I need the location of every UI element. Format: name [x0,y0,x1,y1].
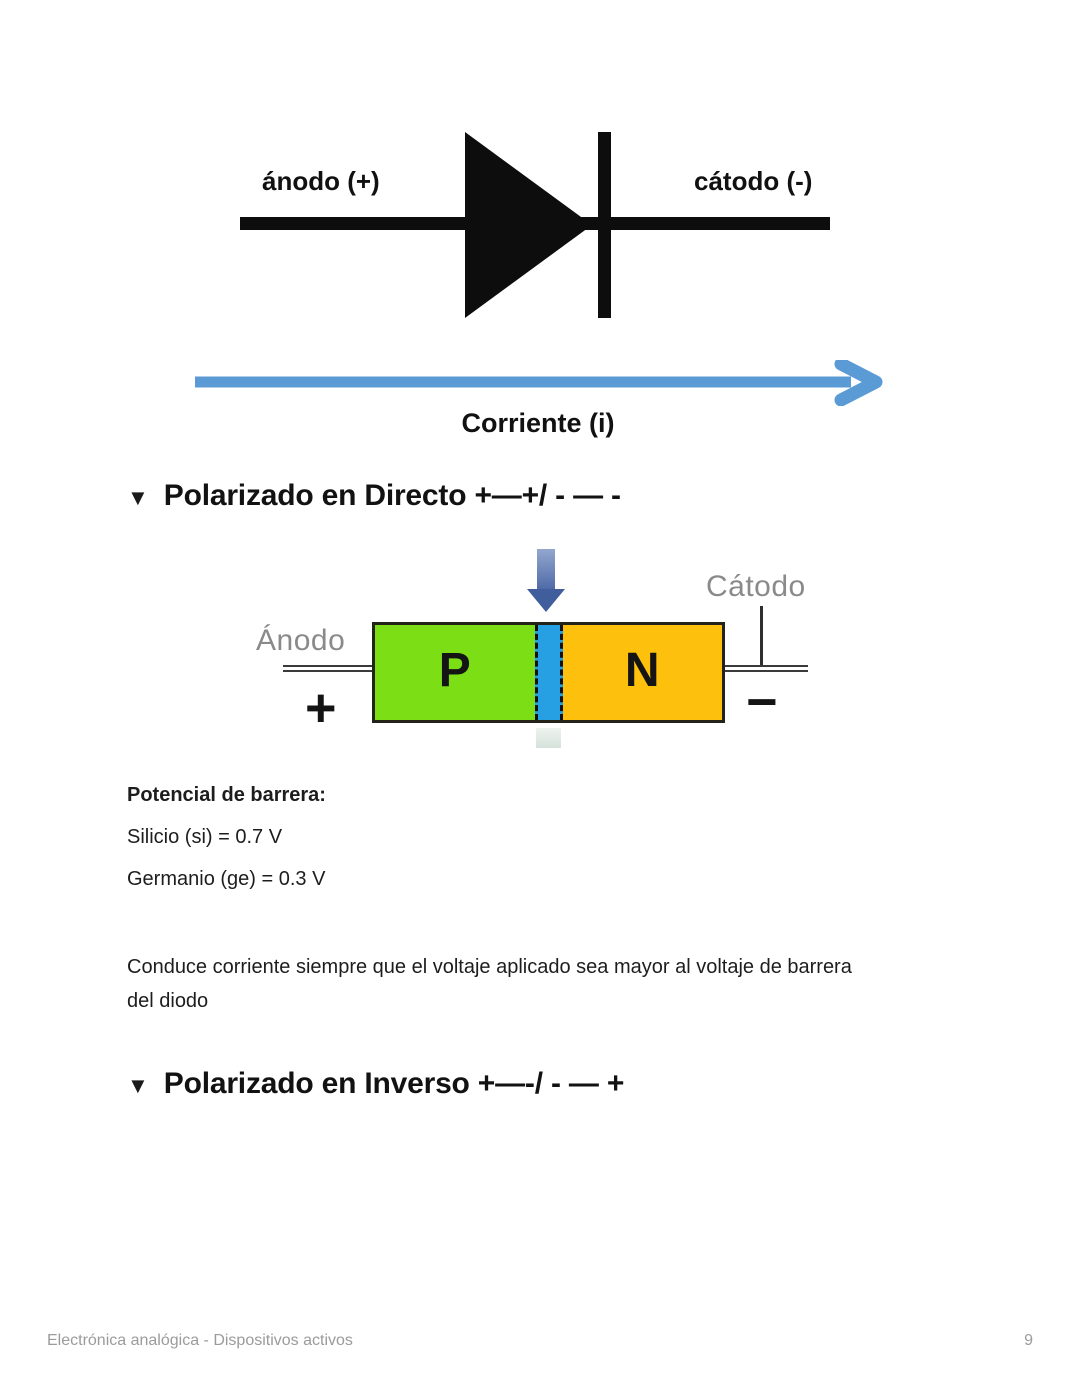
heading-directo-title: Polarizado en Directo +—+/ - — - [163,479,621,512]
p-region-label: P [438,643,471,697]
cathode-label: Cátodo [706,570,806,603]
diode-triangle-icon [465,132,592,318]
toggle-heading-directo[interactable]: ▼ Polarizado en Directo +—+/ - — - [127,479,621,513]
silicon-value-line: Silicio (si) = 0.7 V [127,826,283,848]
n-region-label: N [624,643,660,697]
plus-sign: + [305,678,337,738]
n-region: N [562,625,722,720]
cathode-terminal-label: cátodo (-) [694,166,813,196]
cathode-lead-wire [725,665,808,672]
toggle-heading-inverso[interactable]: ▼ Polarizado en Inverso +—-/ - — + [127,1067,624,1101]
germanium-value-line: Germanio (ge) = 0.3 V [127,868,326,890]
current-direction-arrow [195,360,883,406]
diode-cathode-bar [598,132,611,318]
barrier-potential-heading: Potencial de barrera: [127,784,326,806]
footer-breadcrumb: Electrónica analógica - Dispositivos act… [47,1332,353,1349]
anode-terminal-label: ánodo (+) [262,166,380,196]
junction-arrow-shaft [537,549,555,591]
heading-inverso-title: Polarizado en Inverso +—-/ - — + [163,1067,625,1100]
conduction-paragraph-line1: Conduce corriente siempre que el voltaje… [127,956,852,978]
p-region: P [375,625,535,720]
junction-arrow-icon [527,589,565,612]
current-caption: Corriente (i) [461,408,615,438]
toggle-triangle-icon[interactable]: ▼ [127,484,149,510]
pn-semiconductor-body: P N [372,622,725,723]
minus-sign: − [746,672,778,732]
cathode-pointer-line [760,606,763,666]
depletion-region [534,625,563,720]
conduction-paragraph: Conduce corriente siempre que el voltaje… [127,950,852,1018]
cursor-artifact [536,728,561,748]
conduction-paragraph-line2: del diodo [127,990,209,1012]
toggle-triangle-icon[interactable]: ▼ [127,1072,149,1098]
page-number: 9 [1024,1332,1033,1349]
anode-label: Ánodo [256,624,346,657]
anode-lead-wire [283,665,372,672]
